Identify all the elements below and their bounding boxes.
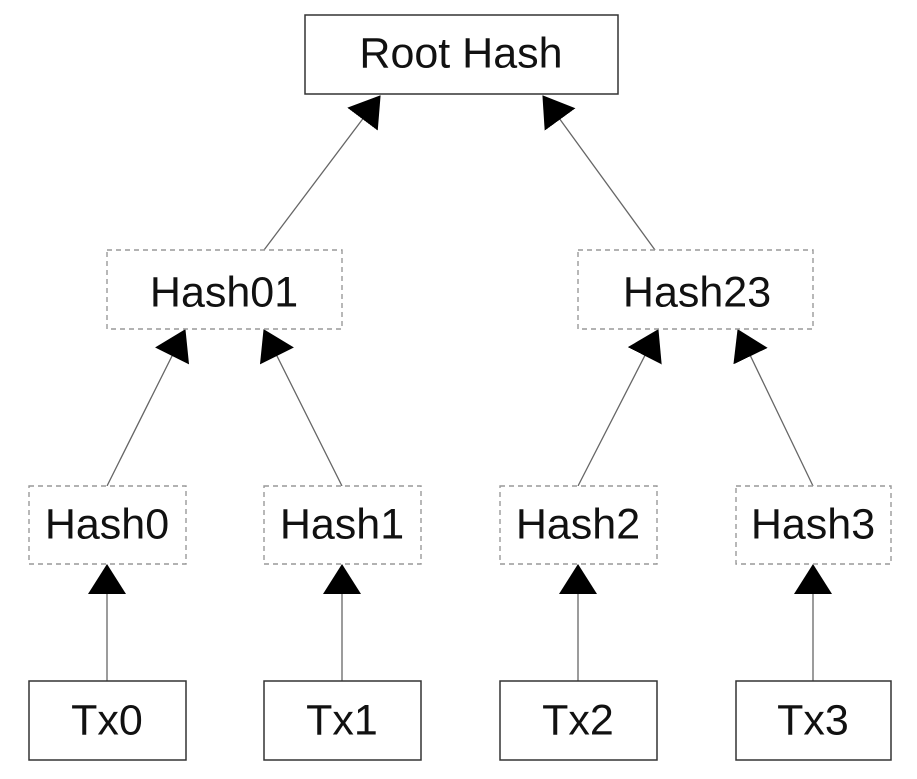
- edge-hash1-to-hash01: [259, 329, 343, 487]
- edge-hash01-to-root: [263, 95, 381, 251]
- tx3-box: [735, 680, 892, 761]
- hash3-box: [735, 485, 892, 565]
- hash01-label: Hash01: [150, 268, 298, 316]
- hash0-box: [28, 485, 187, 565]
- hash2-label: Hash2: [516, 500, 640, 548]
- edge-hash3-to-hash23: [733, 329, 814, 487]
- edge-hash2-to-hash23: [577, 329, 662, 487]
- edge-hash23-to-root: [542, 95, 656, 251]
- tx1-box: [263, 680, 422, 761]
- hash2-node: Hash2: [499, 485, 658, 565]
- hash1-node: Hash1: [263, 485, 422, 565]
- tx0-box: [28, 680, 187, 761]
- hash2-box: [499, 485, 658, 565]
- hash23-box: [577, 249, 814, 330]
- hash0-node: Hash0: [28, 485, 187, 565]
- hash3-label: Hash3: [751, 500, 875, 548]
- hash01-box: [106, 249, 343, 330]
- edge-hash0-to-hash01: [106, 329, 190, 487]
- hash1-box: [263, 485, 422, 565]
- root-hash-label: Root Hash: [359, 29, 562, 77]
- hash3-node: Hash3: [735, 485, 892, 565]
- edges: [88, 95, 832, 681]
- tx0-label: Tx0: [71, 696, 143, 744]
- tx1-node: Tx1: [263, 680, 422, 761]
- tx2-box: [499, 680, 658, 761]
- tx0-node: Tx0: [28, 680, 187, 761]
- root-hash-node: Root Hash: [304, 14, 619, 95]
- hash01-node: Hash01: [106, 249, 343, 330]
- hash1-label: Hash1: [280, 500, 404, 548]
- tx2-label: Tx2: [542, 696, 614, 744]
- tx1-label: Tx1: [306, 696, 378, 744]
- tx3-label: Tx3: [777, 696, 849, 744]
- hash23-node: Hash23: [577, 249, 814, 330]
- hash23-label: Hash23: [623, 268, 771, 316]
- tx2-node: Tx2: [499, 680, 658, 761]
- hash0-label: Hash0: [45, 500, 169, 548]
- root-hash-box: [304, 14, 619, 95]
- tx3-node: Tx3: [735, 680, 892, 761]
